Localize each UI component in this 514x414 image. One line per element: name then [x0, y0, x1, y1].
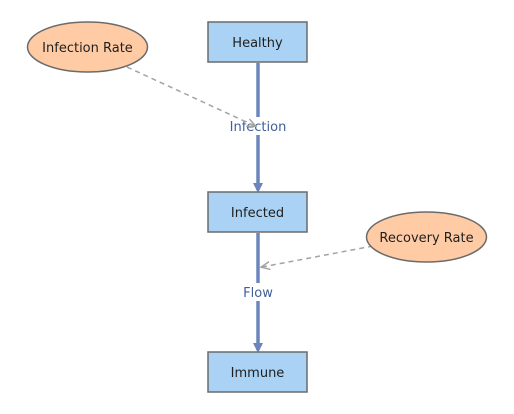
recovery-flow-label-bg: [238, 283, 278, 301]
aux-recovery-rate-label: Recovery Rate: [379, 231, 473, 246]
infection-flow-label: Infection: [230, 120, 287, 135]
recovery-rate-link: [262, 245, 374, 267]
recovery-flow-label: Flow: [243, 286, 273, 301]
stock-immune[interactable]: Immune: [207, 351, 308, 393]
infection-flow-label-bg: [224, 117, 292, 135]
aux-infection-rate[interactable]: Infection Rate: [26, 21, 149, 73]
stock-immune-label: Immune: [231, 366, 285, 381]
infection-rate-link: [126, 66, 255, 126]
aux-infection-rate-label: Infection Rate: [42, 41, 133, 56]
stock-infected-label: Infected: [231, 206, 284, 221]
stock-infected[interactable]: Infected: [207, 191, 308, 233]
aux-recovery-rate[interactable]: Recovery Rate: [365, 211, 488, 263]
stock-healthy-label: Healthy: [232, 36, 283, 51]
stock-healthy[interactable]: Healthy: [207, 21, 308, 63]
